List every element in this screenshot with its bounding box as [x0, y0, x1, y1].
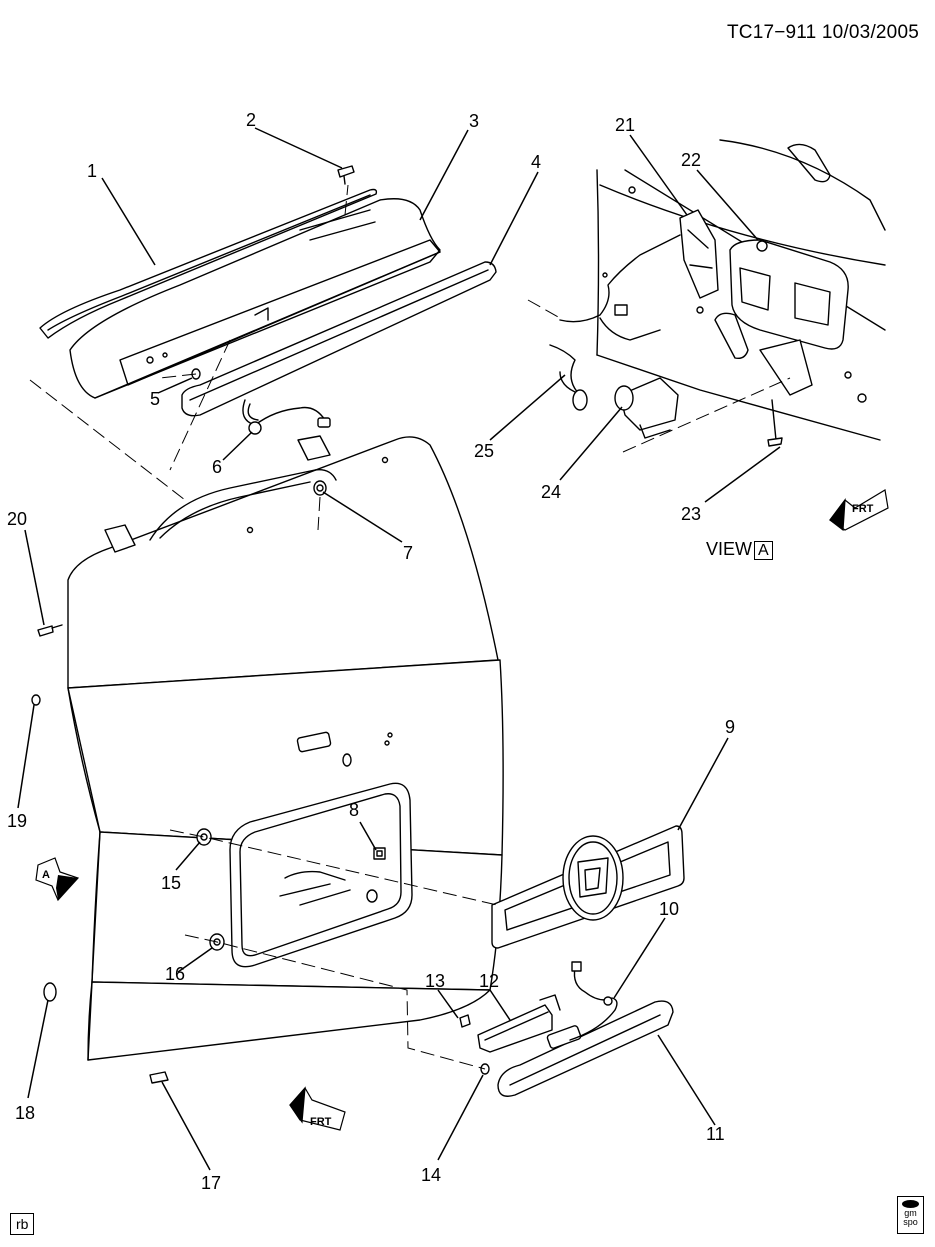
- rb-label: rb: [10, 1213, 35, 1235]
- callout-14: 14: [421, 1165, 441, 1185]
- part-25-connector: [559, 371, 588, 411]
- callout-16: 16: [165, 964, 185, 984]
- callout-10: 10: [659, 899, 679, 919]
- callout-numbers: 1 2 3 4 5 6 7 8 9 10 11 12 13 14 15 16 1…: [7, 110, 735, 1193]
- callout-1: 1: [87, 161, 97, 181]
- part-6-harness: [242, 399, 331, 435]
- part-21-latch: [679, 209, 719, 299]
- callout-20: 20: [7, 509, 27, 529]
- liftgate-panel: [67, 435, 504, 1061]
- callout-21: 21: [615, 115, 635, 135]
- logo-bottom-text: spo: [903, 1217, 918, 1227]
- gm-spo-logo-icon: gm spo: [897, 1196, 924, 1234]
- part-8-clip: [373, 847, 386, 860]
- callout-2: 2: [246, 110, 256, 130]
- callout-5: 5: [150, 389, 160, 409]
- front-direction-arrow-icon: FRT: [829, 489, 889, 532]
- part-18-plug: [43, 982, 57, 1002]
- callout-12: 12: [479, 971, 499, 991]
- part-15-grommet: [196, 828, 212, 846]
- svg-text:FRT: FRT: [310, 1116, 332, 1128]
- part-4-lamp: [181, 261, 497, 417]
- part-24-motor: [614, 377, 679, 439]
- logo-top-text: gm: [904, 1208, 917, 1218]
- callout-9: 9: [725, 717, 735, 737]
- callout-4: 4: [531, 152, 541, 172]
- part-12-switch: [477, 994, 582, 1053]
- logo-oval: [902, 1200, 919, 1208]
- view-label-text: VIEW: [706, 539, 753, 559]
- callout-11: 11: [706, 1124, 725, 1144]
- part-23-bolt: [767, 399, 783, 447]
- callout-17: 17: [201, 1173, 221, 1193]
- diagram-code: TC17−911 10/03/2005: [726, 22, 919, 43]
- view-a-harness: [549, 234, 681, 396]
- callout-6: 6: [212, 457, 222, 477]
- callout-18: 18: [15, 1103, 35, 1123]
- svg-text:A: A: [42, 869, 50, 881]
- callout-19: 19: [7, 811, 27, 831]
- part-9-applique: [491, 825, 685, 949]
- part-3-spoiler: [69, 198, 441, 399]
- callout-24: 24: [541, 482, 561, 502]
- part-19-bumper: [31, 694, 41, 706]
- part-22-nut: [756, 240, 768, 252]
- part-11-handle-applique: [497, 1000, 674, 1097]
- callout-15: 15: [161, 873, 181, 893]
- callout-25: 25: [474, 441, 494, 461]
- part-17-bumper: [149, 1071, 169, 1084]
- svg-text:FRT: FRT: [852, 503, 874, 515]
- callout-23: 23: [681, 504, 701, 524]
- view-label-marker: A: [754, 541, 773, 560]
- view-a-inset: [596, 139, 886, 441]
- part-2-fastener: [337, 165, 355, 185]
- callout-13: 13: [425, 971, 445, 991]
- callout-8: 8: [349, 800, 359, 820]
- front-direction-arrow-icon: FRT: [289, 1086, 346, 1131]
- callout-22: 22: [681, 150, 701, 170]
- callout-3: 3: [469, 111, 479, 131]
- part-20-bolt: [37, 624, 63, 637]
- callout-leaders: [17, 127, 781, 1171]
- callout-7: 7: [403, 543, 413, 563]
- view-a-arrow-icon: A: [35, 857, 80, 902]
- part-1-molding-strip: [39, 188, 378, 339]
- dashed-leaders: [29, 184, 791, 1070]
- part-13-screw: [459, 1014, 471, 1028]
- part-10-harness: [569, 961, 618, 1041]
- part-7-grommet: [313, 480, 327, 496]
